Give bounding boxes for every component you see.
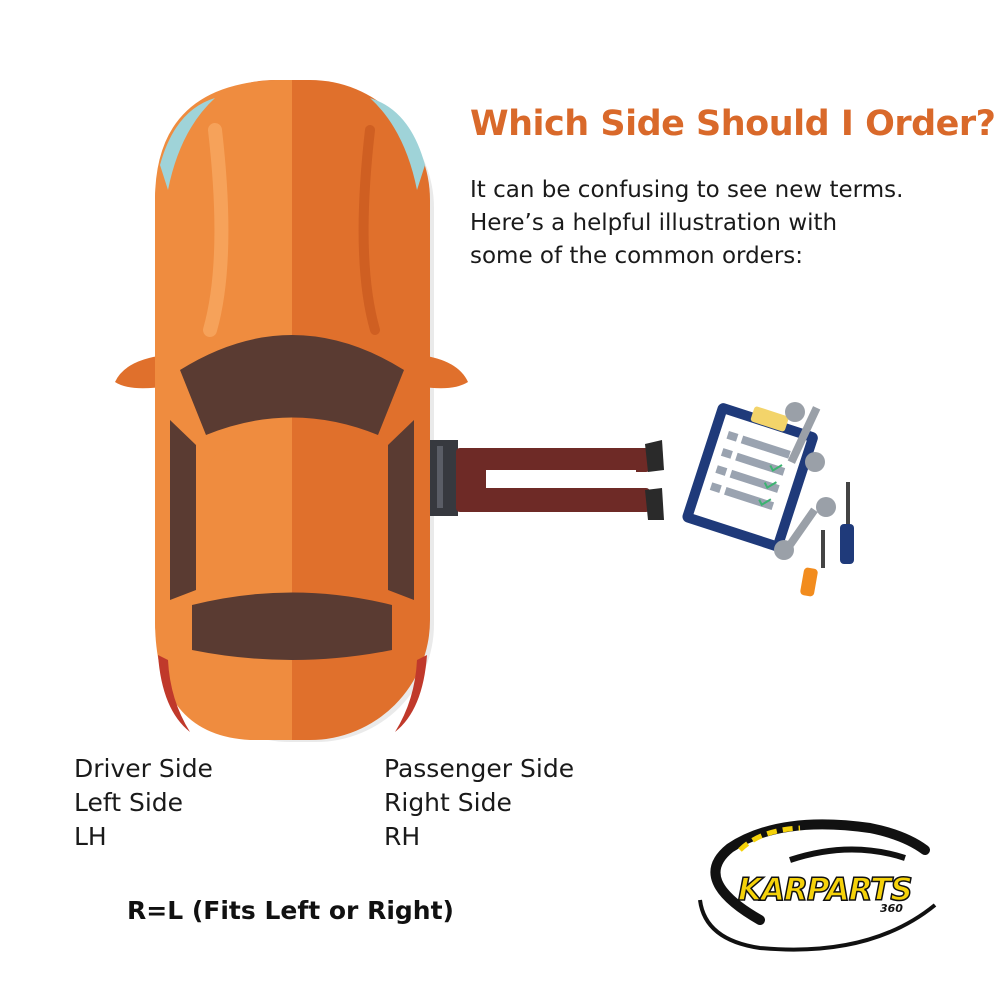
- rear-window: [192, 592, 392, 660]
- right-label-rh: RH: [384, 822, 421, 851]
- brand-logo-sub: 360: [880, 902, 903, 915]
- wrench-icon: [774, 402, 836, 560]
- mechanic-legs: [430, 440, 664, 520]
- left-mirror: [115, 355, 168, 389]
- left-label-left: Left Side: [74, 788, 184, 817]
- right-headlight: [370, 98, 425, 190]
- intro-line: It can be confusing to see new terms.: [470, 177, 904, 203]
- left-headlight: [160, 98, 215, 190]
- brand-logo-text: KARPARTS: [737, 871, 913, 909]
- right-side-labels: Passenger Side Right Side RH: [384, 752, 574, 854]
- left-taillight: [158, 655, 190, 732]
- intro-text: It can be confusing to see new terms. He…: [470, 174, 970, 273]
- checklist-clipboard-icon: [682, 403, 818, 552]
- left-side-window: [170, 420, 196, 600]
- right-side-window: [388, 420, 414, 600]
- screwdriver-icon: [800, 482, 854, 597]
- right-taillight: [395, 655, 427, 732]
- right-mirror: [418, 355, 468, 389]
- karparts-logo-swoosh: [698, 819, 937, 952]
- windshield: [180, 335, 404, 435]
- right-label-passenger: Passenger Side: [384, 754, 575, 783]
- left-side-labels: Driver Side Left Side LH: [74, 752, 213, 854]
- fits-left-or-right-note: R=L (Fits Left or Right): [127, 896, 454, 925]
- left-label-driver: Driver Side: [74, 754, 213, 783]
- right-label-right: Right Side: [384, 788, 512, 817]
- left-label-lh: LH: [74, 822, 107, 851]
- intro-line: Here’s a helpful illustration with: [470, 210, 838, 236]
- page-title: Which Side Should I Order?: [470, 104, 996, 144]
- intro-line: some of the common orders:: [470, 243, 804, 269]
